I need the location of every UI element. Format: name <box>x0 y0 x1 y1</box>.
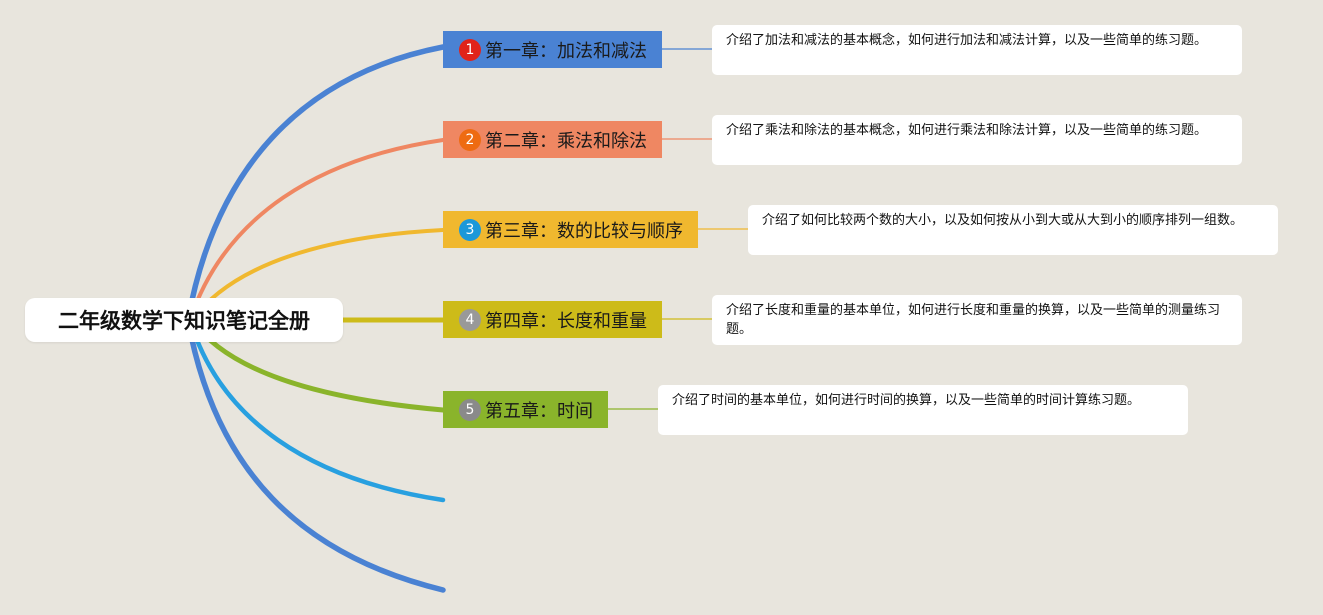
number-badge-icon: 3 <box>459 218 481 241</box>
note-text: 介绍了乘法和除法的基本概念，如何进行乘法和除法计算，以及一些简单的练习题。 <box>726 123 1208 138</box>
chapter-node-4[interactable]: 4 第四章：长度和重量 <box>443 301 662 338</box>
chapter-label: 第五章：时间 <box>485 400 593 422</box>
root-topic[interactable]: 二年级数学下知识笔记全册 <box>25 298 343 342</box>
number-badge-icon: 4 <box>459 308 481 331</box>
chapter-note-5: 介绍了时间的基本单位，如何进行时间的换算，以及一些简单的时间计算练习题。 <box>658 385 1188 435</box>
chapter-note-3: 介绍了如何比较两个数的大小，以及如何按从小到大或从大到小的顺序排列一组数。 <box>748 205 1278 255</box>
note-text: 介绍了如何比较两个数的大小，以及如何按从小到大或从大到小的顺序排列一组数。 <box>762 213 1244 228</box>
chapter-node-3[interactable]: 3 第三章：数的比较与顺序 <box>443 211 698 248</box>
chapter-label: 第三章：数的比较与顺序 <box>485 220 683 242</box>
note-text: 介绍了时间的基本单位，如何进行时间的换算，以及一些简单的时间计算练习题。 <box>672 393 1141 408</box>
chapter-node-5[interactable]: 5 第五章：时间 <box>443 391 608 428</box>
chapter-note-1: 介绍了加法和减法的基本概念，如何进行加法和减法计算，以及一些简单的练习题。 <box>712 25 1242 75</box>
chapter-note-4: 介绍了长度和重量的基本单位，如何进行长度和重量的换算，以及一些简单的测量练习题。 <box>712 295 1242 345</box>
branch-line-chapter-1 <box>185 44 446 323</box>
branch-line-unlabeled-7 <box>185 317 446 593</box>
branch-line-chapter-2 <box>188 138 445 322</box>
branch-line-unlabeled-6 <box>187 317 446 503</box>
chapter-label: 第一章：加法和减法 <box>485 40 647 62</box>
number-badge-icon: 1 <box>459 38 481 61</box>
chapter-label: 第四章：长度和重量 <box>485 310 647 332</box>
number-badge-icon: 5 <box>459 398 481 421</box>
chapter-note-2: 介绍了乘法和除法的基本概念，如何进行乘法和除法计算，以及一些简单的练习题。 <box>712 115 1242 165</box>
chapter-label: 第二章：乘法和除法 <box>485 130 647 152</box>
note-text: 介绍了长度和重量的基本单位，如何进行长度和重量的换算，以及一些简单的测量练习题。 <box>726 303 1221 337</box>
chapter-node-2[interactable]: 2 第二章：乘法和除法 <box>443 121 662 158</box>
root-topic-title: 二年级数学下知识笔记全册 <box>58 309 310 333</box>
number-badge-icon: 2 <box>459 128 481 151</box>
chapter-node-1[interactable]: 1 第一章：加法和减法 <box>443 31 662 68</box>
note-text: 介绍了加法和减法的基本概念，如何进行加法和减法计算，以及一些简单的练习题。 <box>726 33 1208 48</box>
